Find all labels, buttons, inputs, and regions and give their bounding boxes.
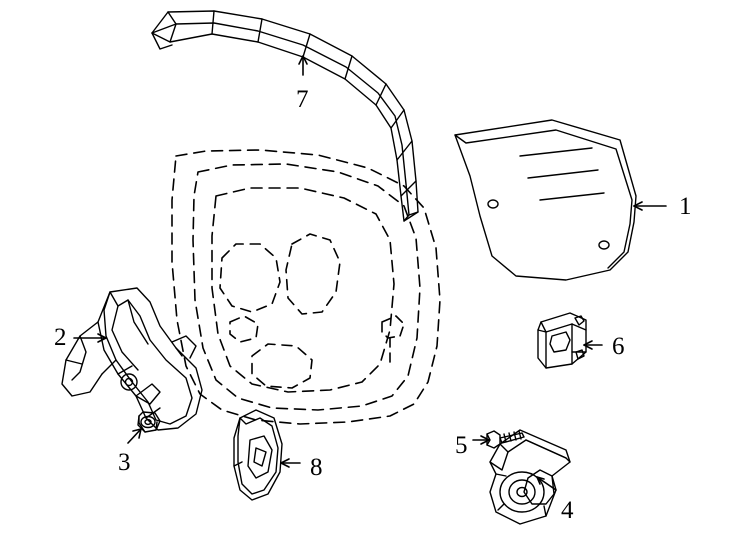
part-door-window-glass (454, 119, 637, 281)
callout-label-2: 2 (54, 324, 67, 351)
part-door-panel-outline-dashed (171, 149, 441, 425)
callout-leader-lines (73, 55, 667, 491)
callout-label-3: 3 (118, 449, 131, 476)
part-regulator-handle-cover (233, 409, 283, 501)
part-window-motor (489, 429, 571, 525)
callout-label-6: 6 (612, 333, 625, 360)
callout-label-4: 4 (561, 497, 574, 524)
part-door-window-run-channel (151, 10, 419, 222)
callout-label-1: 1 (679, 193, 692, 220)
part-regulator-nut (137, 411, 161, 433)
callout-label-5: 5 (455, 432, 468, 459)
part-window-switch-module (537, 312, 587, 369)
part-window-regulator (61, 287, 203, 431)
callout-label-8: 8 (310, 454, 323, 481)
door-panel-inner-cutouts (219, 233, 341, 389)
door-panel-latch-detail (381, 315, 405, 369)
callout-label-7: 7 (296, 86, 309, 113)
